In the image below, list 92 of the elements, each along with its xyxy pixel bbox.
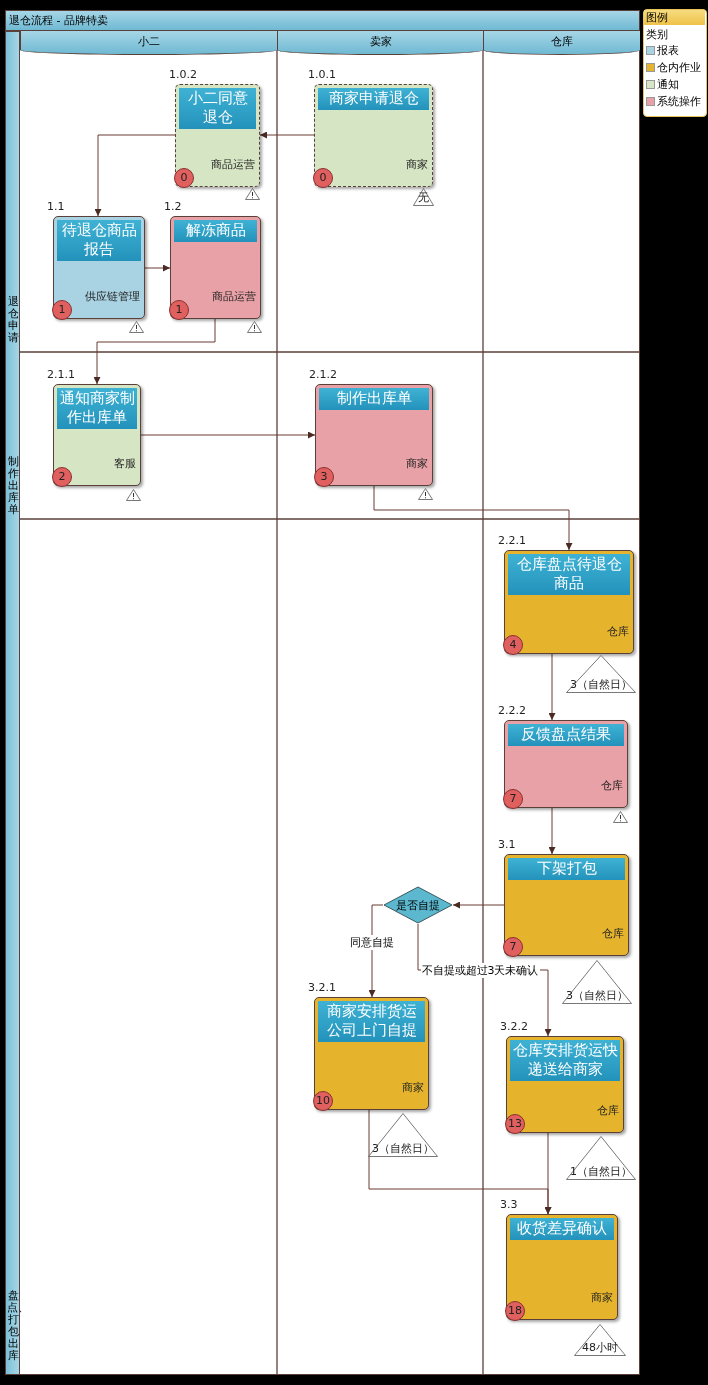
title-bar: 商家安排货运公司上门自提 <box>318 1001 425 1042</box>
step-badge: 1 <box>52 300 72 320</box>
role-label: 商家 <box>591 1290 613 1305</box>
step-badge: 13 <box>505 1114 525 1134</box>
phase-label: 盘点、打包出库 <box>7 1290 19 1362</box>
process-box <box>170 216 261 319</box>
step-badge: 7 <box>503 789 523 809</box>
arrow <box>140 431 316 439</box>
role-label: 供应链管理 <box>85 289 140 304</box>
step-number: 3.2.1 <box>308 981 336 994</box>
title-bar: 退仓流程 - 品牌特卖 <box>5 10 640 31</box>
role-label: 商品运营 <box>212 289 256 304</box>
process-box <box>314 84 433 187</box>
title-bar: 仓库盘点待退仓商品 <box>508 554 630 595</box>
process-box <box>504 720 628 808</box>
role-label: 仓库 <box>597 1103 619 1118</box>
title-bar: 待退仓商品报告 <box>57 220 141 261</box>
process-box <box>504 854 629 956</box>
step-number: 3.3 <box>500 1198 518 1211</box>
role-label: 商品运营 <box>211 157 255 172</box>
process-box <box>506 1214 618 1320</box>
step-badge: 7 <box>503 937 523 957</box>
phase-label: 制作出库单 <box>7 456 19 516</box>
step-number: 2.1.2 <box>309 368 337 381</box>
arrow <box>373 485 573 551</box>
process-box <box>175 84 260 187</box>
step-badge: 1 <box>169 300 189 320</box>
step-number: 3.1 <box>498 838 516 851</box>
lane-header: 小二 <box>20 31 277 55</box>
step-number: 1.1 <box>47 200 65 213</box>
title-bar: 制作出库单 <box>319 388 429 410</box>
title-bar: 通知商家制作出库单 <box>57 388 137 429</box>
role-label: 仓库 <box>602 926 624 941</box>
title-bar: 仓库安排货运快递送给商家 <box>510 1040 620 1081</box>
step-badge: 2 <box>52 467 72 487</box>
arrow <box>548 653 556 721</box>
step-badge: 0 <box>313 168 333 188</box>
step-badge: 18 <box>505 1301 525 1321</box>
title-bar: 下架打包 <box>508 858 625 880</box>
step-number: 3.2.2 <box>500 1020 528 1033</box>
process-box <box>315 384 433 486</box>
role-label: 仓库 <box>601 778 623 793</box>
duration-triangle: 3（自然日） <box>562 960 632 1004</box>
title-bar: 商家申请退仓 <box>318 88 429 110</box>
arrow <box>144 264 171 272</box>
role-label: 商家 <box>402 1080 424 1095</box>
step-badge: 0 <box>174 168 194 188</box>
process-box <box>53 216 145 319</box>
lane-header: 仓库 <box>483 31 640 55</box>
process-box <box>314 997 429 1110</box>
title-bar: 解冻商品 <box>174 220 257 242</box>
process-box <box>506 1036 624 1133</box>
duration-triangle: 3（自然日） <box>566 655 636 693</box>
duration-triangle: 48小时 <box>574 1324 626 1356</box>
arrow <box>94 134 176 217</box>
legend-text: 通知 <box>657 77 679 92</box>
step-number: 2.1.1 <box>47 368 75 381</box>
legend-text: 报表 <box>657 43 679 58</box>
step-badge: 3 <box>314 467 334 487</box>
title-bar: 收货差异确认 <box>510 1218 614 1240</box>
role-label: 仓库 <box>607 624 629 639</box>
legend-subtitle: 类别 <box>646 27 668 42</box>
role-label: 商家 <box>406 456 428 471</box>
arrow <box>259 131 315 139</box>
step-number: 1.0.2 <box>169 68 197 81</box>
legend-text: 仓内作业 <box>657 60 701 75</box>
duration-triangle: 3（自然日） <box>368 1113 438 1157</box>
process-box <box>53 384 141 486</box>
arrow <box>452 901 505 909</box>
duration-triangle: 无 <box>413 188 434 206</box>
step-number: 1.2 <box>164 200 182 213</box>
edge-label: 同意自提 <box>349 935 395 950</box>
process-box <box>504 550 634 654</box>
arrow <box>544 1132 552 1215</box>
lane-header: 卖家 <box>277 31 483 55</box>
step-badge: 4 <box>503 635 523 655</box>
step-number: 1.0.1 <box>308 68 336 81</box>
phase-label: 退仓申请 <box>7 296 19 344</box>
edge-label: 不自提或超过3天未确认 <box>420 963 540 978</box>
step-number: 2.2.1 <box>498 534 526 547</box>
title-bar: 反馈盘点结果 <box>508 724 624 746</box>
legend-title: 图例 <box>644 10 705 25</box>
arrow <box>93 318 216 385</box>
duration-triangle: 1（自然日） <box>566 1136 636 1180</box>
title-bar: 小二同意退仓 <box>179 88 256 129</box>
step-number: 2.2.2 <box>498 704 526 717</box>
legend-text: 系统操作 <box>657 94 701 109</box>
arrow <box>548 807 556 855</box>
decision-diamond: 是否自提 <box>383 886 453 924</box>
step-badge: 10 <box>313 1091 333 1111</box>
role-label: 商家 <box>406 157 428 172</box>
role-label: 客服 <box>114 456 136 471</box>
